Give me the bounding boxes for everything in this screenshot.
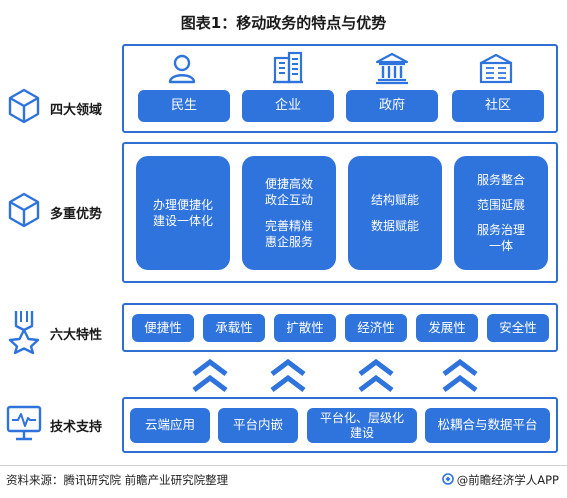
advantage-box: 办理便捷化 建设一体化 <box>136 156 230 270</box>
feature-item: 经济性 <box>345 314 407 342</box>
domain-item: 民生 <box>138 90 230 122</box>
building-icon <box>271 50 305 88</box>
advantage-box: 结构赋能 数据赋能 <box>348 156 442 270</box>
tech-item-text: 建设 <box>349 425 374 440</box>
tech-item-text: 云端应用 <box>144 417 195 433</box>
advantage-text: 建设一体化 <box>152 214 213 228</box>
chevron-up-icon <box>356 358 396 398</box>
advantages-panel: 办理便捷化 建设一体化 便捷高效 政企互动 完善精准 惠企服务 结构赋能 数据赋… <box>122 142 558 283</box>
tech-item: 松耦合与数据平台 <box>425 408 550 443</box>
row-label-text: 多重优势 <box>50 206 103 222</box>
advantage-text: 数据赋能 <box>370 218 419 233</box>
domains-panel: 民生 企业 政府 社区 <box>122 44 558 133</box>
advantage-text: 完善精准 <box>264 218 313 233</box>
feature-item: 安全性 <box>487 314 549 342</box>
feature-item: 扩散性 <box>274 314 336 342</box>
tech-item: 平台化、层级化 建设 <box>307 408 417 443</box>
medal-icon <box>4 308 44 358</box>
feature-item: 承载性 <box>203 314 265 342</box>
domain-item: 政府 <box>346 90 438 122</box>
tech-item-text: 松耦合与数据平台 <box>437 417 538 433</box>
domain-item: 企业 <box>242 90 334 122</box>
advantage-text: 服务整合 <box>476 172 525 187</box>
row-label-text: 四大领域 <box>50 102 103 118</box>
advantage-box: 服务整合 范围延展 服务治理 一体 <box>454 156 548 270</box>
row-label-text: 技术支持 <box>50 419 103 435</box>
domain-item: 社区 <box>452 90 544 122</box>
advantage-text: 办理便捷化 <box>152 197 213 212</box>
chevron-up-icon <box>268 358 308 398</box>
row-label-features: 六大特性 <box>4 308 102 358</box>
tech-item-text: 平台内嵌 <box>232 417 283 433</box>
chevron-up-icon <box>440 358 480 398</box>
row-label-text: 六大特性 <box>50 327 103 343</box>
page-title: 图表1：移动政务的特点与优势 <box>180 14 387 32</box>
features-panel: 便捷性 承载性 扩散性 经济性 发展性 安全性 <box>122 303 558 352</box>
advantage-text: 范围延展 <box>476 197 525 212</box>
chevron-up-icon <box>190 358 230 398</box>
tech-item-text: 平台化、层级化 <box>319 410 404 425</box>
government-building-icon <box>374 51 410 89</box>
monitor-icon <box>4 402 44 448</box>
source-note: 资料来源：腾讯研究院 前瞻产业研究院整理 <box>6 473 229 487</box>
person-icon <box>166 52 198 88</box>
footer-divider <box>0 465 567 466</box>
tech-item: 平台内嵌 <box>218 408 298 443</box>
row-label-domains: 四大领域 <box>4 86 102 130</box>
advantage-text: 惠企服务 <box>264 234 313 249</box>
cube-icon <box>4 190 44 234</box>
feature-item: 发展性 <box>416 314 478 342</box>
advantage-box: 便捷高效 政企互动 完善精准 惠企服务 <box>242 156 336 270</box>
brand-text: @前瞻经济学人APP <box>456 473 559 487</box>
advantage-text: 便捷高效 <box>264 177 313 192</box>
advantage-text: 政企互动 <box>264 193 313 208</box>
row-label-advantages: 多重优势 <box>4 190 102 234</box>
advantage-text: 服务治理 <box>476 223 525 237</box>
feature-item: 便捷性 <box>132 314 194 342</box>
tech-panel: 云端应用 平台内嵌 平台化、层级化 建设 松耦合与数据平台 <box>122 397 558 453</box>
row-label-tech: 技术支持 <box>4 402 102 448</box>
brand-credit: @前瞻经济学人APP <box>441 472 559 488</box>
community-icon <box>478 52 514 88</box>
tech-item: 云端应用 <box>130 408 210 443</box>
brand-logo-icon <box>441 472 454 488</box>
advantage-text: 结构赋能 <box>370 193 419 208</box>
advantage-text: 一体 <box>488 239 513 254</box>
cube-icon <box>4 86 44 130</box>
